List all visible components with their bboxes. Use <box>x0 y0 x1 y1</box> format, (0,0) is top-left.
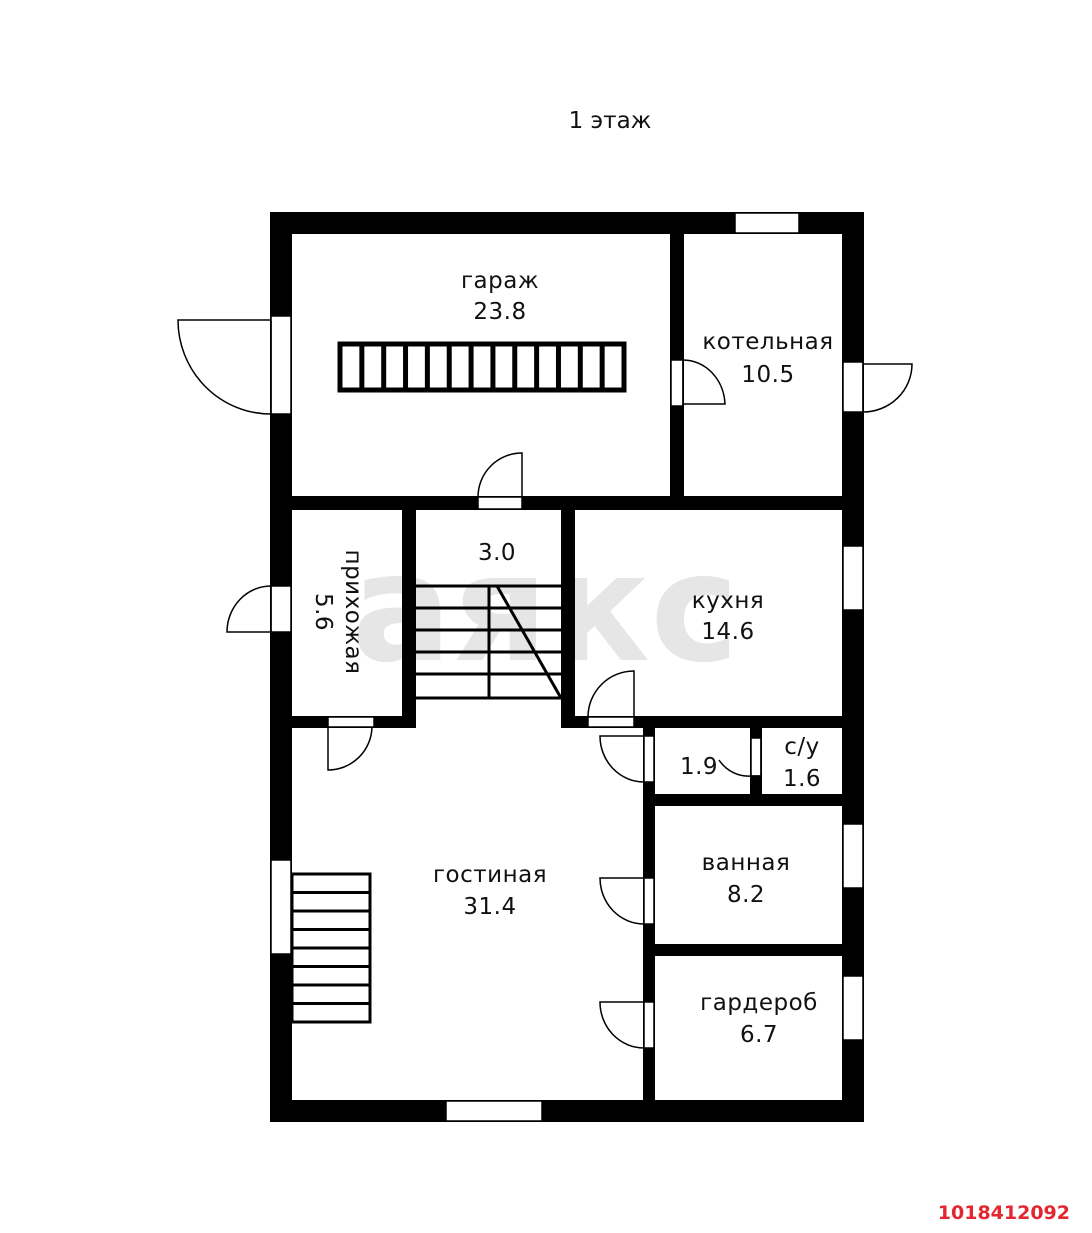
main-stair <box>416 584 563 700</box>
garage-pit <box>337 341 627 393</box>
room-name-boiler: котельная <box>702 329 833 355</box>
room-name-living: гостиная <box>433 862 547 888</box>
room-area-garage: 23.8 <box>473 299 526 325</box>
room-area-wardrobe: 6.7 <box>740 1022 778 1048</box>
interior-walls <box>292 234 842 1100</box>
room-area-bath: 8.2 <box>727 882 765 908</box>
room-area-hall: 5.6 <box>310 593 336 631</box>
living-stair <box>290 872 372 1024</box>
room-name-kitchen: кухня <box>692 588 765 614</box>
room-area-living: 31.4 <box>463 894 516 920</box>
room-area-boiler: 10.5 <box>741 362 794 388</box>
room-name-bath: ванная <box>702 850 791 876</box>
room-area-kitchen: 14.6 <box>701 619 754 645</box>
window-boiler-top <box>734 212 800 234</box>
windows <box>270 212 864 1122</box>
garage-pit-frame <box>337 341 627 393</box>
stair-diagonal <box>495 585 563 699</box>
window-bath-right <box>842 823 864 889</box>
listing-id: 1018412092 <box>938 1202 1070 1224</box>
window-living-bottom <box>445 1100 543 1122</box>
room-name-wc: с/у <box>784 734 820 760</box>
room-name-wardrobe: гардероб <box>700 990 818 1016</box>
room-name-garage: гараж <box>461 268 539 294</box>
room-labels: гараж 23.8 котельная 10.5 прихожая 5.6 3… <box>310 268 833 1048</box>
window-living-left <box>270 859 292 955</box>
room-area-wc: 1.6 <box>783 766 821 792</box>
doors <box>177 315 913 1049</box>
outer-walls <box>270 212 864 1122</box>
room-area-small: 1.9 <box>680 754 718 780</box>
room-area-stair: 3.0 <box>478 540 516 566</box>
room-name-hall: прихожая <box>340 550 366 675</box>
window-wardrobe-right <box>842 975 864 1041</box>
window-kitchen-right <box>842 545 864 611</box>
floor-title: 1 этаж <box>569 108 652 134</box>
